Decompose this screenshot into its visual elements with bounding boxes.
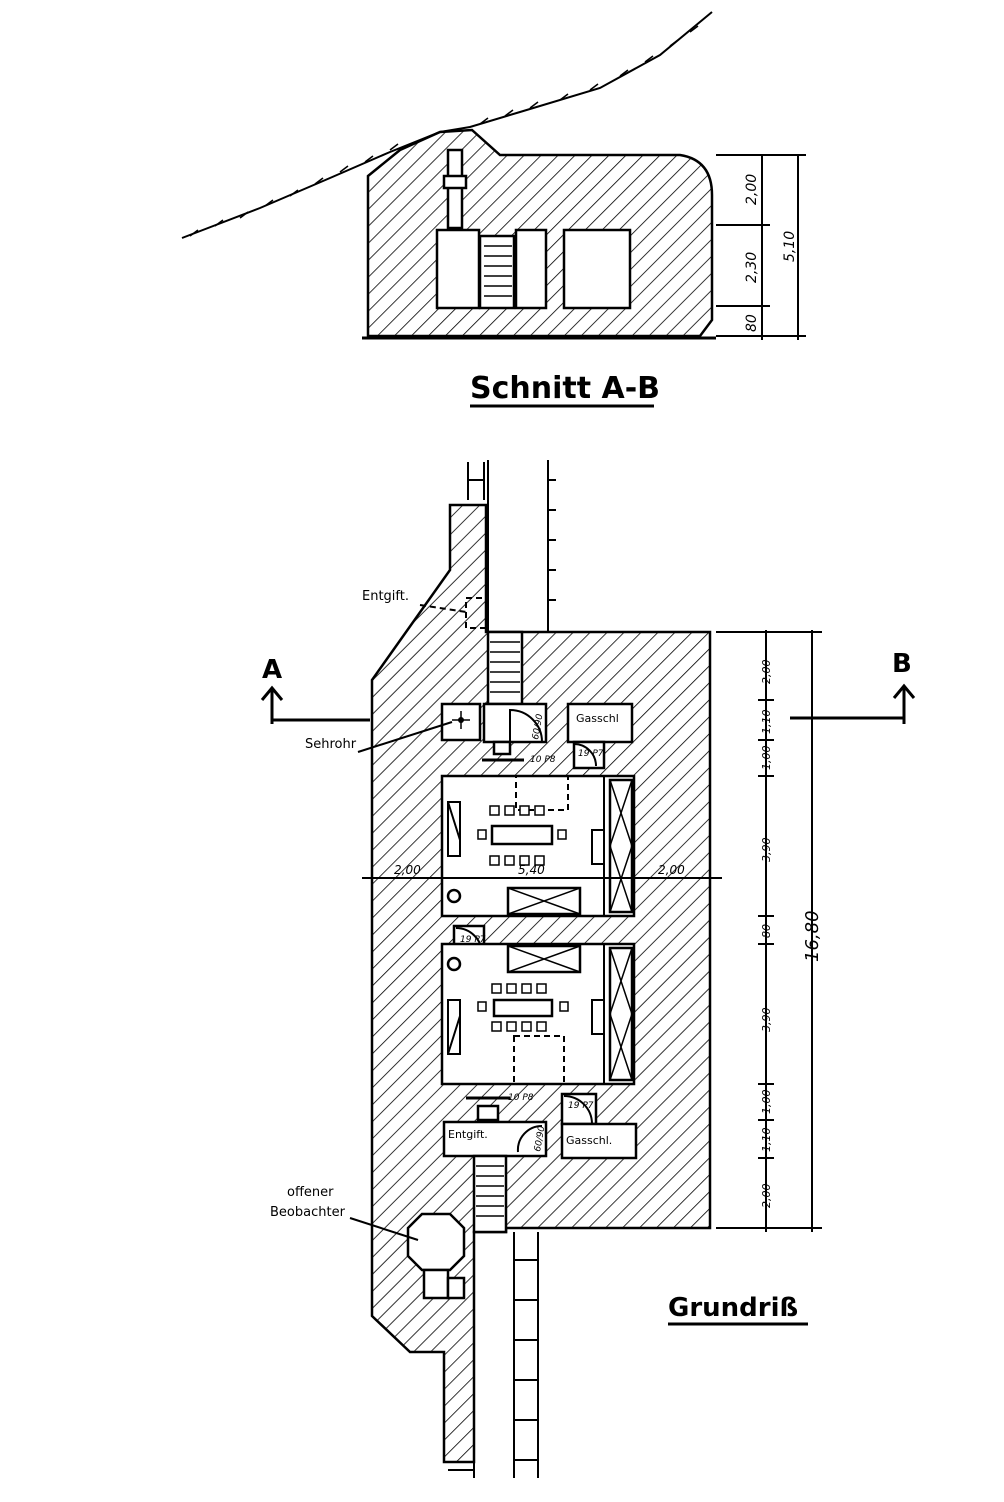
plan-dimension-ticks (758, 699, 774, 1159)
plan-dimension-lines (716, 630, 822, 1232)
lower-table (492, 998, 554, 1018)
door-swing-bottom-left (516, 1124, 543, 1153)
upper-shelf-right (591, 829, 605, 865)
door-swing-bottom-right (563, 1095, 593, 1125)
section-dim-top: 2,00 (744, 174, 760, 205)
label-offener: offener (287, 1185, 334, 1200)
plan-dim-6: 3,90 (760, 1008, 773, 1033)
upper-chairs (477, 805, 567, 866)
label-beobachter: Beobachter (270, 1205, 346, 1220)
section-arrow-b (790, 683, 916, 724)
door-swing-top (509, 708, 543, 743)
trench-bottom (473, 1232, 539, 1478)
lower-bunk-top-x (507, 945, 581, 973)
label-entgift-top: Entgift. (362, 589, 409, 604)
observer-post (406, 1212, 466, 1272)
label-gasschl-bottom: Gasschl. (566, 1134, 612, 1147)
width-dim-mid: 5,40 (518, 863, 545, 877)
section-stair (478, 234, 516, 310)
plan-dim-7: 1,00 (760, 1090, 773, 1115)
periscope-head (442, 174, 468, 190)
plan-dim-3: 1,00 (760, 746, 773, 771)
door-box-top-right (572, 740, 606, 770)
plan-dim-8: 1,10 (760, 1128, 773, 1153)
plan-dim-4: 3,90 (760, 838, 773, 863)
gasschl-bottom-room (560, 1122, 638, 1160)
plan-dim-9: 2,00 (760, 1184, 773, 1209)
lower-fixture (446, 956, 462, 972)
section-stair-steps (484, 245, 512, 297)
upper-fixture (446, 888, 462, 904)
section-view: 2,00 2,30 80 5,10 Schnitt A-B (181, 11, 806, 408)
upper-bunk-right (608, 778, 634, 914)
section-room-right (562, 228, 632, 310)
stair-top-steps (490, 641, 520, 693)
width-dim-right: 2,00 (658, 863, 685, 877)
plan-view: Entgift. 60/90 Gasschl 19 P7 10 P8 Sehro… (260, 460, 916, 1478)
section-dim-bottom: 80 (744, 314, 760, 332)
door-label-mid: 19 P7 (460, 935, 486, 945)
plan-dim-1: 2,00 (760, 660, 773, 685)
width-dim-ticks (371, 872, 711, 884)
door-label-bottom-mid: 10 P8 (508, 1093, 534, 1103)
entgift-top-dashed (465, 597, 487, 629)
section-room-left (435, 228, 481, 310)
upper-bunk-bottom-x (507, 887, 581, 915)
section-marker-a: A (262, 655, 282, 685)
door-label-bottom-right: 19 P7 (568, 1101, 594, 1111)
door-label-top-mid: 10 P8 (530, 755, 556, 765)
vent-bottom (476, 1104, 500, 1122)
plan-title: Grundriß (668, 1293, 798, 1323)
stair-bottom-steps (476, 1165, 504, 1217)
trench-bottom-ticks (448, 1259, 538, 1471)
lower-chairs (477, 983, 569, 1032)
lower-shelf-right (591, 999, 605, 1035)
plan-dim-total: 16,80 (802, 910, 823, 962)
label-sehrohr: Sehrohr (305, 737, 357, 752)
upper-shelf-left (447, 801, 461, 857)
observer-entry (422, 1268, 450, 1300)
width-dim-left: 2,00 (394, 863, 421, 877)
section-dimension-lines (716, 154, 806, 340)
stair-top (486, 630, 524, 706)
lower-bunk-right (608, 946, 634, 1082)
terrain-hatch (189, 25, 699, 237)
door-label-bottom-left: 60/90 (533, 1125, 547, 1153)
section-room-mid (514, 228, 548, 310)
plan-dim-2: 1,10 (760, 710, 773, 735)
label-gasschl-top: Gasschl (576, 712, 619, 725)
label-entgift-bottom: Entgift. (448, 1128, 488, 1141)
upper-table (490, 824, 554, 846)
lower-bunk-right-x (609, 947, 633, 1081)
section-dim-middle: 2,30 (744, 252, 760, 283)
section-marker-b: B (892, 649, 912, 679)
lower-shelf-left (447, 999, 461, 1055)
section-title: Schnitt A-B (470, 371, 660, 406)
leader-entgift-top (419, 604, 467, 613)
door-label-top: 60/90 (531, 713, 545, 741)
leader-sehrohr (357, 721, 453, 753)
door-label-top-right: 19 P7 (578, 749, 604, 759)
leader-observer (349, 1217, 419, 1241)
plan-dim-5: 80 (760, 924, 773, 938)
trench-top-ticks (468, 479, 556, 601)
door-swing-top-right (573, 742, 597, 767)
section-dim-total: 5,10 (782, 231, 798, 262)
section-arrow-a (260, 685, 370, 724)
lower-room-dashed (513, 1035, 565, 1085)
stair-bottom (472, 1154, 508, 1234)
observer-step (446, 1276, 466, 1300)
upper-bunk-right-x (609, 779, 633, 913)
vent-top (492, 740, 512, 756)
